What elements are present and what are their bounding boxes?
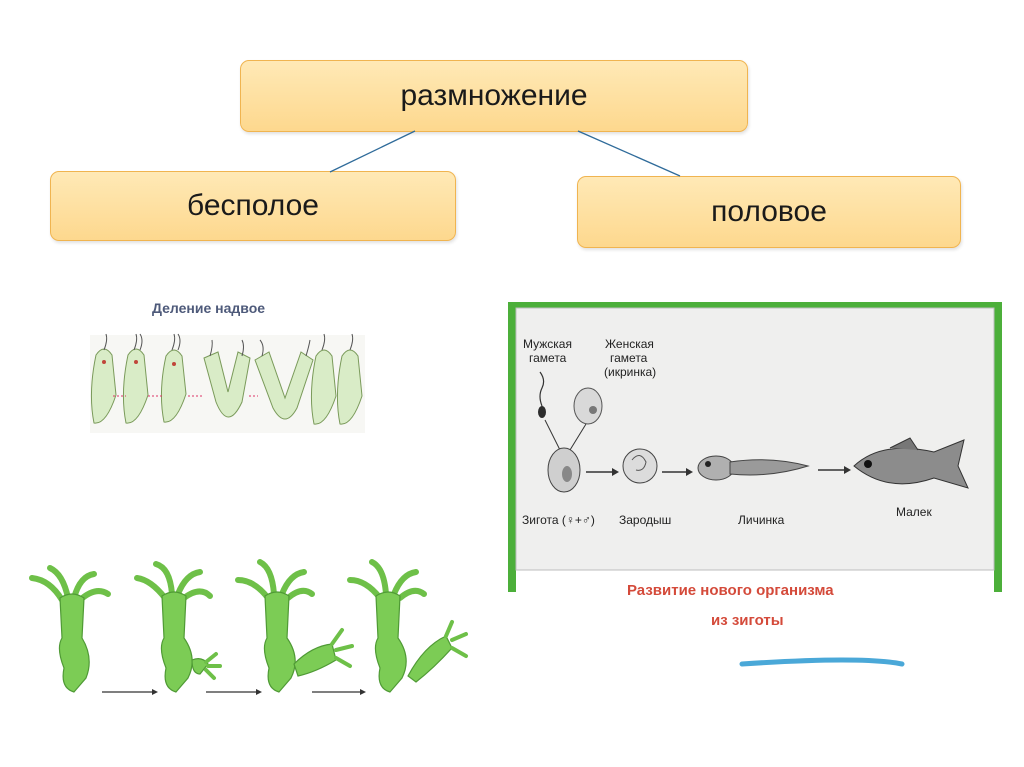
female-gamete-label-1: Женская [605,337,654,351]
euglena-fission-illustration [90,334,365,433]
zygote-label: Зигота (♀+♂) [522,513,595,527]
caption-line-1: Развитие нового организма [627,582,834,599]
hydra-budding-illustration [20,560,490,700]
larva-label: Личинка [738,513,785,527]
fission-title: Деление надвое [152,300,265,316]
fry-label: Малек [896,505,932,519]
connector-left [330,131,415,172]
female-gamete-label-3: (икринка) [604,365,656,379]
embryo [623,449,657,483]
connector-right [578,131,680,176]
male-gamete-label-1: Мужская [523,337,572,351]
embryo-label: Зародыш [619,513,671,527]
egg-cell [574,388,602,424]
male-gamete-label-2: гамета [529,351,567,365]
caption-line-2: из зиготы [711,612,784,629]
sperm-cell [538,406,546,418]
zygote-development-panel: Мужская гамета Женская гамета (икринка) [508,302,1002,668]
female-gamete-label-2: гамета [610,351,648,365]
